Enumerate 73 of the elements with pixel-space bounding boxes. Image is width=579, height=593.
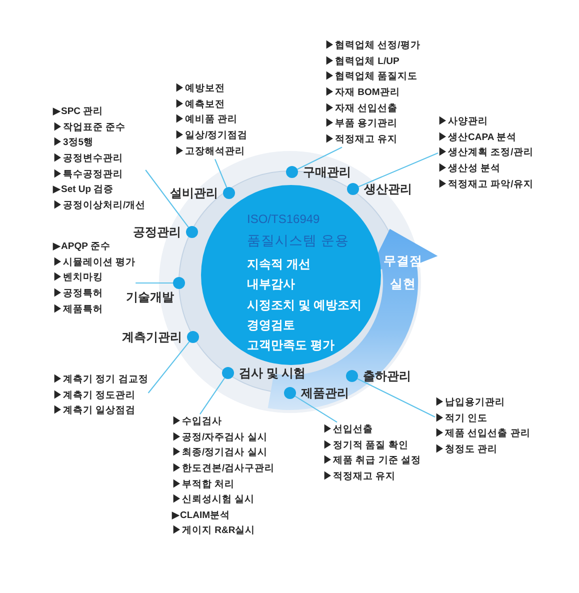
list-item: ▶SPC 관리 (53, 105, 104, 120)
list-item: ▶APQP 준수 (53, 240, 112, 254)
list-item: ▶한도견본/검사구관리 (172, 462, 275, 476)
list-item: ▶자재 선입선출 (325, 102, 399, 116)
list-item: ▶선입선출 (323, 423, 374, 438)
leader-line (358, 152, 438, 188)
list-item: ▶제품 취급 기준 설정 (323, 454, 421, 468)
list-item: ▶예측보전 (175, 98, 226, 112)
list-item: ▶공정/자주검사 실시 (172, 430, 268, 445)
list-item: ▶부품 용기관리 (325, 117, 399, 132)
list-item: ▶생산성 분석 (438, 162, 502, 176)
list-item: ▶생산계획 조정/관리 (438, 146, 534, 160)
list-item: ▶3정5행 (53, 136, 95, 150)
arrow-label: 무결점 실현 (383, 253, 423, 293)
list-item: ▶적기 인도 (435, 412, 489, 426)
list-item: ▶공정이상처리/개선 (53, 198, 146, 213)
list-item: ▶제품 선입선출 관리 (435, 427, 530, 442)
list-item: ▶벤치마킹 (53, 271, 104, 286)
list-item: ▶협력업체 품질지도 (325, 70, 419, 84)
list-item: ▶적정재고 파악/유지 (438, 178, 534, 192)
list-item: ▶계측기 정기 검교정 (53, 373, 148, 388)
circle-text: 지속적 개선 (247, 256, 310, 272)
circle-text: 고객만족도 평가 (247, 337, 334, 353)
leader-line (357, 378, 436, 418)
list-item: ▶정기적 품질 확인 (323, 438, 410, 453)
list-item: ▶최종/정기검사 실시 (172, 446, 268, 460)
list-item: ▶특수공정관리 (53, 168, 124, 182)
list-item: ▶생산CAPA 분석 (438, 130, 518, 145)
stage-label: 공정관리 (133, 224, 181, 240)
leader-line (145, 170, 189, 228)
list-item: ▶자재 BOM관리 (325, 86, 401, 100)
stage-label: 설비관리 (170, 186, 218, 200)
circle-text: 시정조치 및 예방조치 (247, 297, 362, 313)
list-item: ▶시뮬레이션 평가 (53, 256, 136, 270)
list-item: ▶수입검사 (172, 415, 223, 430)
leader-line (200, 378, 226, 414)
stage-label: 출하관리 (363, 368, 411, 384)
stage-label: 검사 및 시험 (239, 366, 306, 380)
list-item: ▶예비품 관리 (175, 113, 239, 128)
stage-label: 제품관리 (301, 386, 349, 400)
circle-text: 내부감사 (247, 276, 295, 292)
list-item: ▶고장해석관리 (175, 144, 246, 159)
stage-label: 기술개발 (126, 290, 174, 305)
leader-line (297, 146, 342, 170)
list-item: ▶예방보전 (175, 82, 226, 96)
list-item: ▶계측기 정도관리 (53, 388, 137, 403)
leader-line (214, 159, 228, 188)
circle-heading: ISO/TS16949 (247, 211, 320, 227)
stage-label: 계측기관리 (122, 330, 182, 344)
list-item: ▶협력업체 선정/평가 (325, 39, 420, 54)
list-item: ▶제품특허 (53, 302, 104, 317)
list-item: ▶사양관리 (438, 115, 489, 130)
list-item: ▶협력업체 L/UP (325, 54, 400, 69)
stage-label: 구매관리 (303, 164, 351, 180)
list-item: ▶적정재고 유지 (325, 132, 399, 147)
list-item: ▶일상/정기점검 (175, 128, 248, 143)
stage-label: 생산관리 (364, 182, 412, 196)
list-item: ▶공정변수관리 (53, 152, 124, 166)
list-item: ▶작업표준 준수 (53, 120, 127, 135)
list-item: ▶납입용기관리 (435, 396, 506, 410)
leader-line (148, 341, 190, 394)
list-item: ▶청정도 관리 (435, 442, 499, 457)
circle-heading: 품질시스템 운용 (247, 233, 349, 249)
list-item: ▶부적합 처리 (172, 478, 236, 492)
circle-text: 경영검토 (247, 317, 295, 333)
list-item: ▶적정재고 유지 (323, 470, 397, 484)
list-item: ▶Set Up 검증 (53, 183, 115, 198)
list-item: ▶CLAIM분석 (172, 508, 232, 523)
list-item: ▶계측기 일상점검 (53, 404, 137, 418)
leader-line (136, 282, 173, 284)
leader-line (294, 396, 338, 423)
list-item: ▶신뢰성시험 실시 (172, 493, 256, 508)
list-item: ▶게이지 R&R실시 (172, 524, 256, 538)
